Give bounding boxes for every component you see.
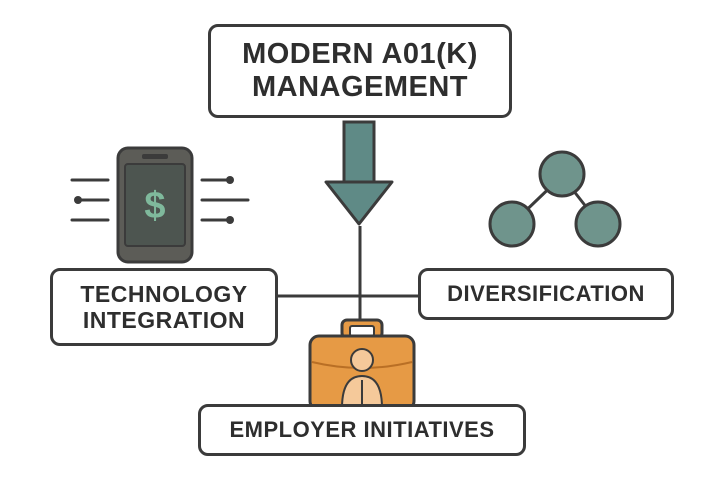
- employer-initiatives-box: EMPLOYER INITIATIVES: [198, 404, 526, 456]
- technology-integration-box: TECHNOLOGY INTEGRATION: [50, 268, 278, 346]
- title-line-1: MODERN A01(K): [242, 37, 478, 70]
- down-arrow-icon: [324, 120, 394, 226]
- dollar-symbol: $: [144, 185, 165, 227]
- technology-line-2: INTEGRATION: [82, 307, 246, 333]
- briefcase-person-icon: [308, 318, 416, 412]
- diversification-box: DIVERSIFICATION: [418, 268, 674, 320]
- title-box: MODERN A01(K) MANAGEMENT: [208, 24, 512, 118]
- diversification-label: DIVERSIFICATION: [447, 281, 645, 307]
- network-nodes-icon: [488, 150, 622, 248]
- employer-label: EMPLOYER INITIATIVES: [229, 417, 495, 443]
- title-line-2: MANAGEMENT: [251, 71, 469, 103]
- technology-line-1: TECHNOLOGY: [80, 280, 248, 307]
- smartphone-dollar-icon: $: [70, 146, 250, 264]
